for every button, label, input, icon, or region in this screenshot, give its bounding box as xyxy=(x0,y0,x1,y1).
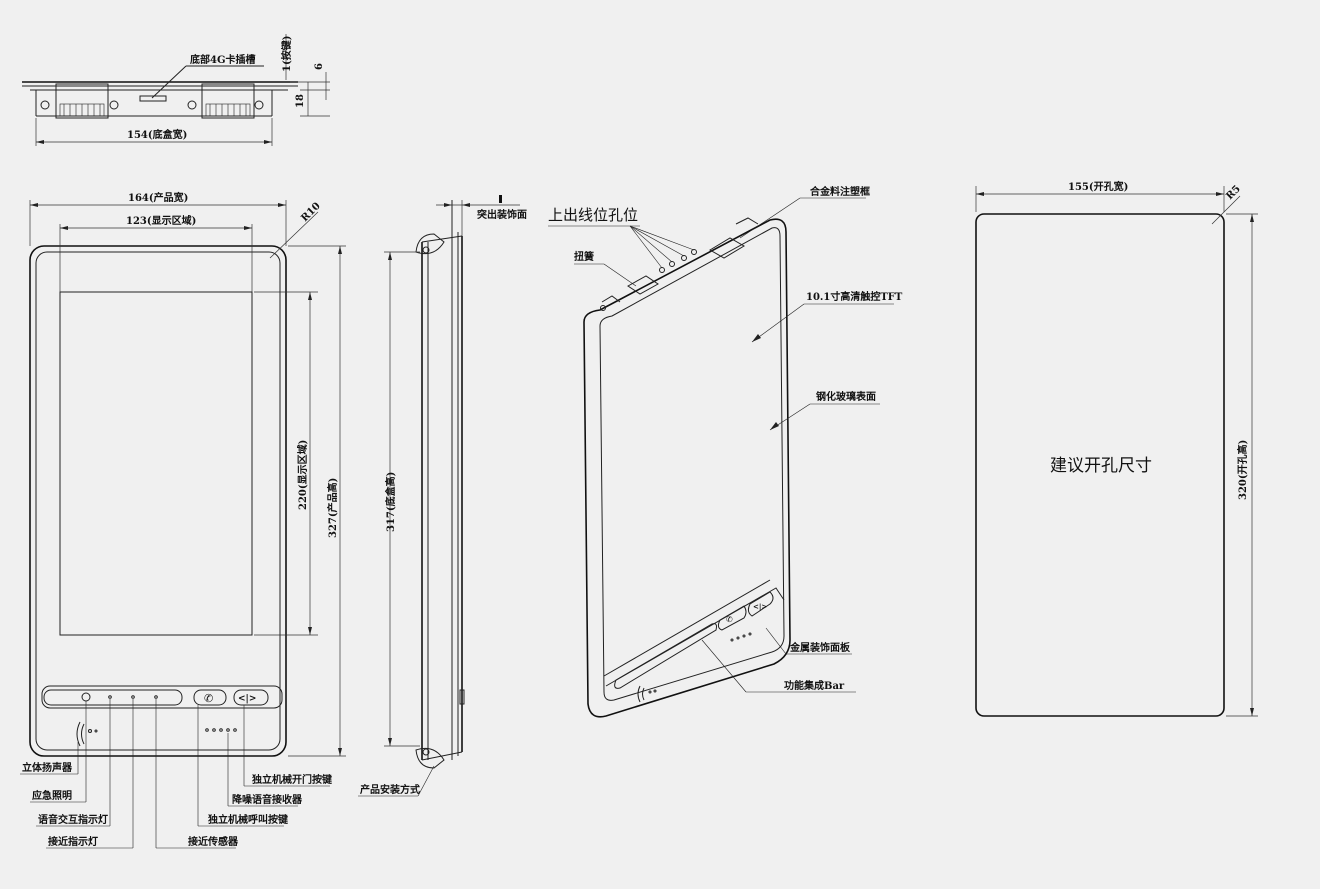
dim-box-height: 317(底盒高) xyxy=(384,472,397,532)
dim-key: 1(按键) xyxy=(280,36,293,72)
label-proximity-indicator: 接近指示灯 xyxy=(48,835,98,848)
perspective-phone-icon: ✆ xyxy=(726,615,733,624)
side-view: 突出装饰面 317(底盒高) 产品安装方式 xyxy=(358,195,527,797)
label-speaker: 立体扬声器 xyxy=(22,761,73,774)
front-view: ✆ <|> 164(产品宽) 123(显示区域) R10 220(显示区域) 3 xyxy=(20,191,346,849)
dim-cutout-height: 320(开孔高) xyxy=(1236,440,1249,500)
label-install-method: 产品安装方式 xyxy=(360,783,420,796)
label-tft: 10.1寸高清触控TFT xyxy=(806,290,903,303)
cutout-title: 建议开孔尺寸 xyxy=(1050,456,1152,476)
dim-display-height: 220(显示区域) xyxy=(296,440,309,510)
label-emergency-light: 应急照明 xyxy=(32,789,72,802)
dim-product-height: 327(产品高) xyxy=(326,478,339,538)
label-door-button: 独立机械开门按键 xyxy=(252,773,333,786)
label-function-bar: 功能集成Bar xyxy=(784,679,845,692)
dim-r5: R5 xyxy=(1224,184,1243,203)
dim-box-width: 154(底盒宽) xyxy=(127,128,187,141)
cutout-view: 建议开孔尺寸 155(开孔宽) R5 320(开孔高) xyxy=(975,180,1258,717)
perspective-view: ✆ <|> 上出线位孔位 扭簧 合金料注塑框 10.1寸高清触控TFT 钢化玻璃… xyxy=(548,185,903,718)
dim-product-width: 164(产品宽) xyxy=(128,191,188,204)
dim-18: 18 xyxy=(295,94,306,108)
label-top-cable-holes: 上出线位孔位 xyxy=(548,206,638,224)
label-call-button: 独立机械呼叫按键 xyxy=(208,813,289,826)
dim-r10: R10 xyxy=(299,201,323,225)
label-metal-panel: 金属装饰面板 xyxy=(789,641,851,654)
top-view: 底部4G卡插槽 154(底盒宽) 1(按键) 6 18 xyxy=(22,34,330,146)
label-protruding-surface: 突出装饰面 xyxy=(477,208,527,221)
perspective-door-icon: <|> xyxy=(753,602,767,611)
label-voice-indicator: 语音交互指示灯 xyxy=(38,813,108,826)
dim-cutout-width: 155(开孔宽) xyxy=(1068,180,1128,193)
dim-display-width: 123(显示区域) xyxy=(126,214,196,227)
label-sim-slot: 底部4G卡插槽 xyxy=(190,53,256,66)
label-alloy-frame: 合金料注塑框 xyxy=(809,185,870,198)
label-glass: 钢化玻璃表面 xyxy=(816,390,876,403)
label-mic: 降噪语音接收器 xyxy=(232,793,303,806)
door-icon: <|> xyxy=(238,694,256,704)
dim-6: 6 xyxy=(314,63,325,70)
label-torsion-spring: 扭簧 xyxy=(574,250,594,263)
label-proximity-sensor: 接近传感器 xyxy=(188,835,239,848)
phone-icon: ✆ xyxy=(204,692,213,705)
